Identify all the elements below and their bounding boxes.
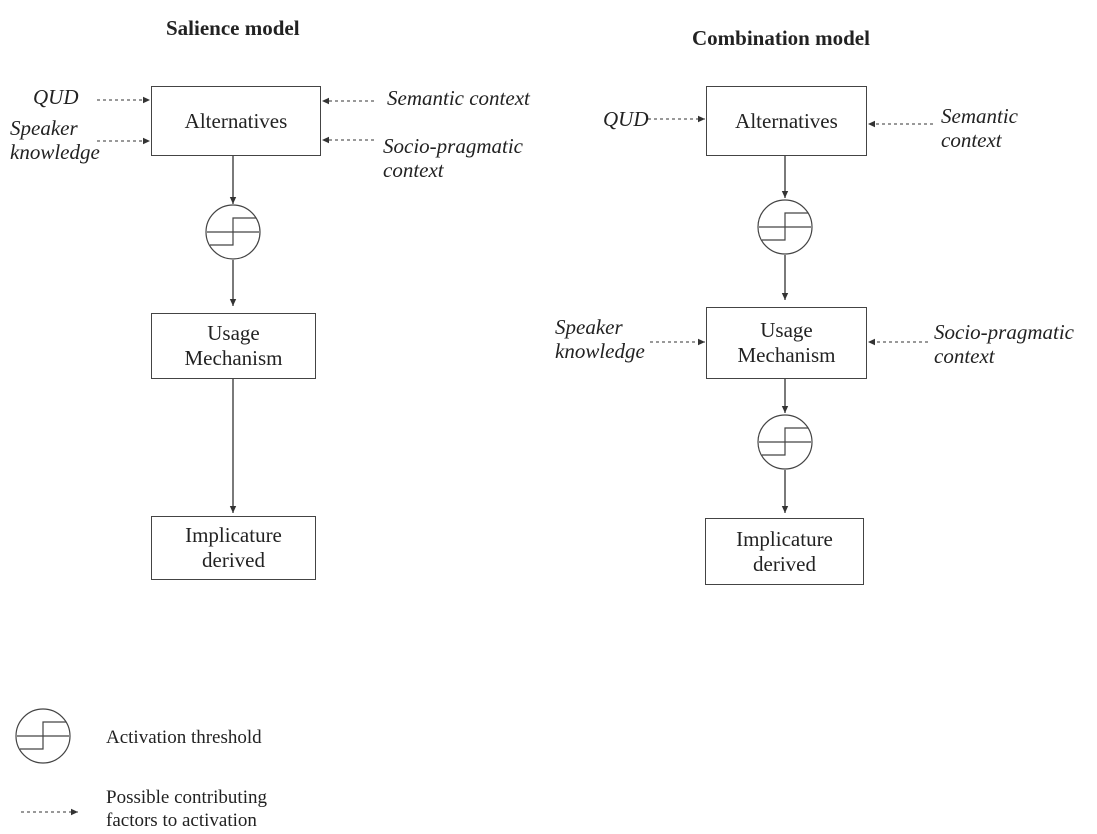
salience-usage-label-line1: Usage	[207, 321, 260, 345]
combination-semantic-line1: Semantic	[941, 104, 1018, 128]
combination-speaker-line2: knowledge	[555, 339, 645, 363]
legend-factors-line1: Possible contributing	[106, 787, 267, 808]
salience-semantic-context-label: Semantic context	[387, 86, 530, 110]
combination-threshold-icon-lower	[757, 414, 813, 470]
combination-speaker-knowledge-label: Speaker knowledge	[555, 315, 645, 363]
salience-model-title: Salience model	[166, 16, 300, 40]
salience-speaker-knowledge-label: Speaker knowledge	[10, 116, 100, 164]
salience-alternatives-label: Alternatives	[184, 108, 288, 133]
salience-factor-arrows	[97, 96, 374, 145]
combination-threshold-icon-upper	[757, 199, 813, 255]
combination-alternatives-label: Alternatives	[735, 108, 838, 133]
combination-implicature-label-line2: derived	[753, 551, 816, 576]
salience-socio-line2: context	[383, 158, 444, 182]
combination-qud-label: QUD	[603, 107, 649, 131]
combination-alternatives-box: Alternatives	[706, 86, 867, 156]
legend-factors-label: Possible contributing factors to activat…	[106, 786, 267, 832]
combination-implicature-box: Implicature derived	[705, 518, 864, 585]
salience-implicature-label-line1: Implicature	[185, 523, 282, 547]
salience-implicature-box: Implicature derived	[151, 516, 316, 580]
combination-usage-label-line1: Usage	[760, 318, 813, 342]
combination-semantic-context-label: Semantic context	[941, 104, 1018, 152]
salience-socio-pragmatic-label: Socio-pragmatic context	[383, 134, 523, 182]
salience-qud-label: QUD	[33, 85, 79, 109]
combination-factor-arrows	[648, 115, 933, 346]
salience-speaker-line2: knowledge	[10, 140, 100, 164]
combination-model-title: Combination model	[692, 26, 870, 50]
combination-socio-pragmatic-label: Socio-pragmatic context	[934, 320, 1074, 368]
combination-implicature-label-line1: Implicature	[736, 526, 833, 551]
legend-factors-line2: factors to activation	[106, 810, 257, 831]
salience-socio-line1: Socio-pragmatic	[383, 134, 523, 158]
combination-speaker-line1: Speaker	[555, 315, 623, 339]
activation-threshold-icon	[15, 708, 71, 764]
salience-usage-mechanism-box: Usage Mechanism	[151, 313, 316, 379]
salience-alternatives-box: Alternatives	[151, 86, 321, 156]
combination-usage-mechanism-box: Usage Mechanism	[706, 307, 867, 379]
salience-speaker-line1: Speaker	[10, 116, 78, 140]
combination-semantic-line2: context	[941, 128, 1002, 152]
salience-threshold-icon	[205, 204, 261, 260]
salience-implicature-label-line2: derived	[202, 548, 265, 572]
legend-threshold-label: Activation threshold	[106, 727, 262, 748]
combination-usage-label-line2: Mechanism	[737, 343, 836, 367]
salience-usage-label-line2: Mechanism	[184, 346, 283, 370]
combination-socio-line2: context	[934, 344, 995, 368]
combination-socio-line1: Socio-pragmatic	[934, 320, 1074, 344]
